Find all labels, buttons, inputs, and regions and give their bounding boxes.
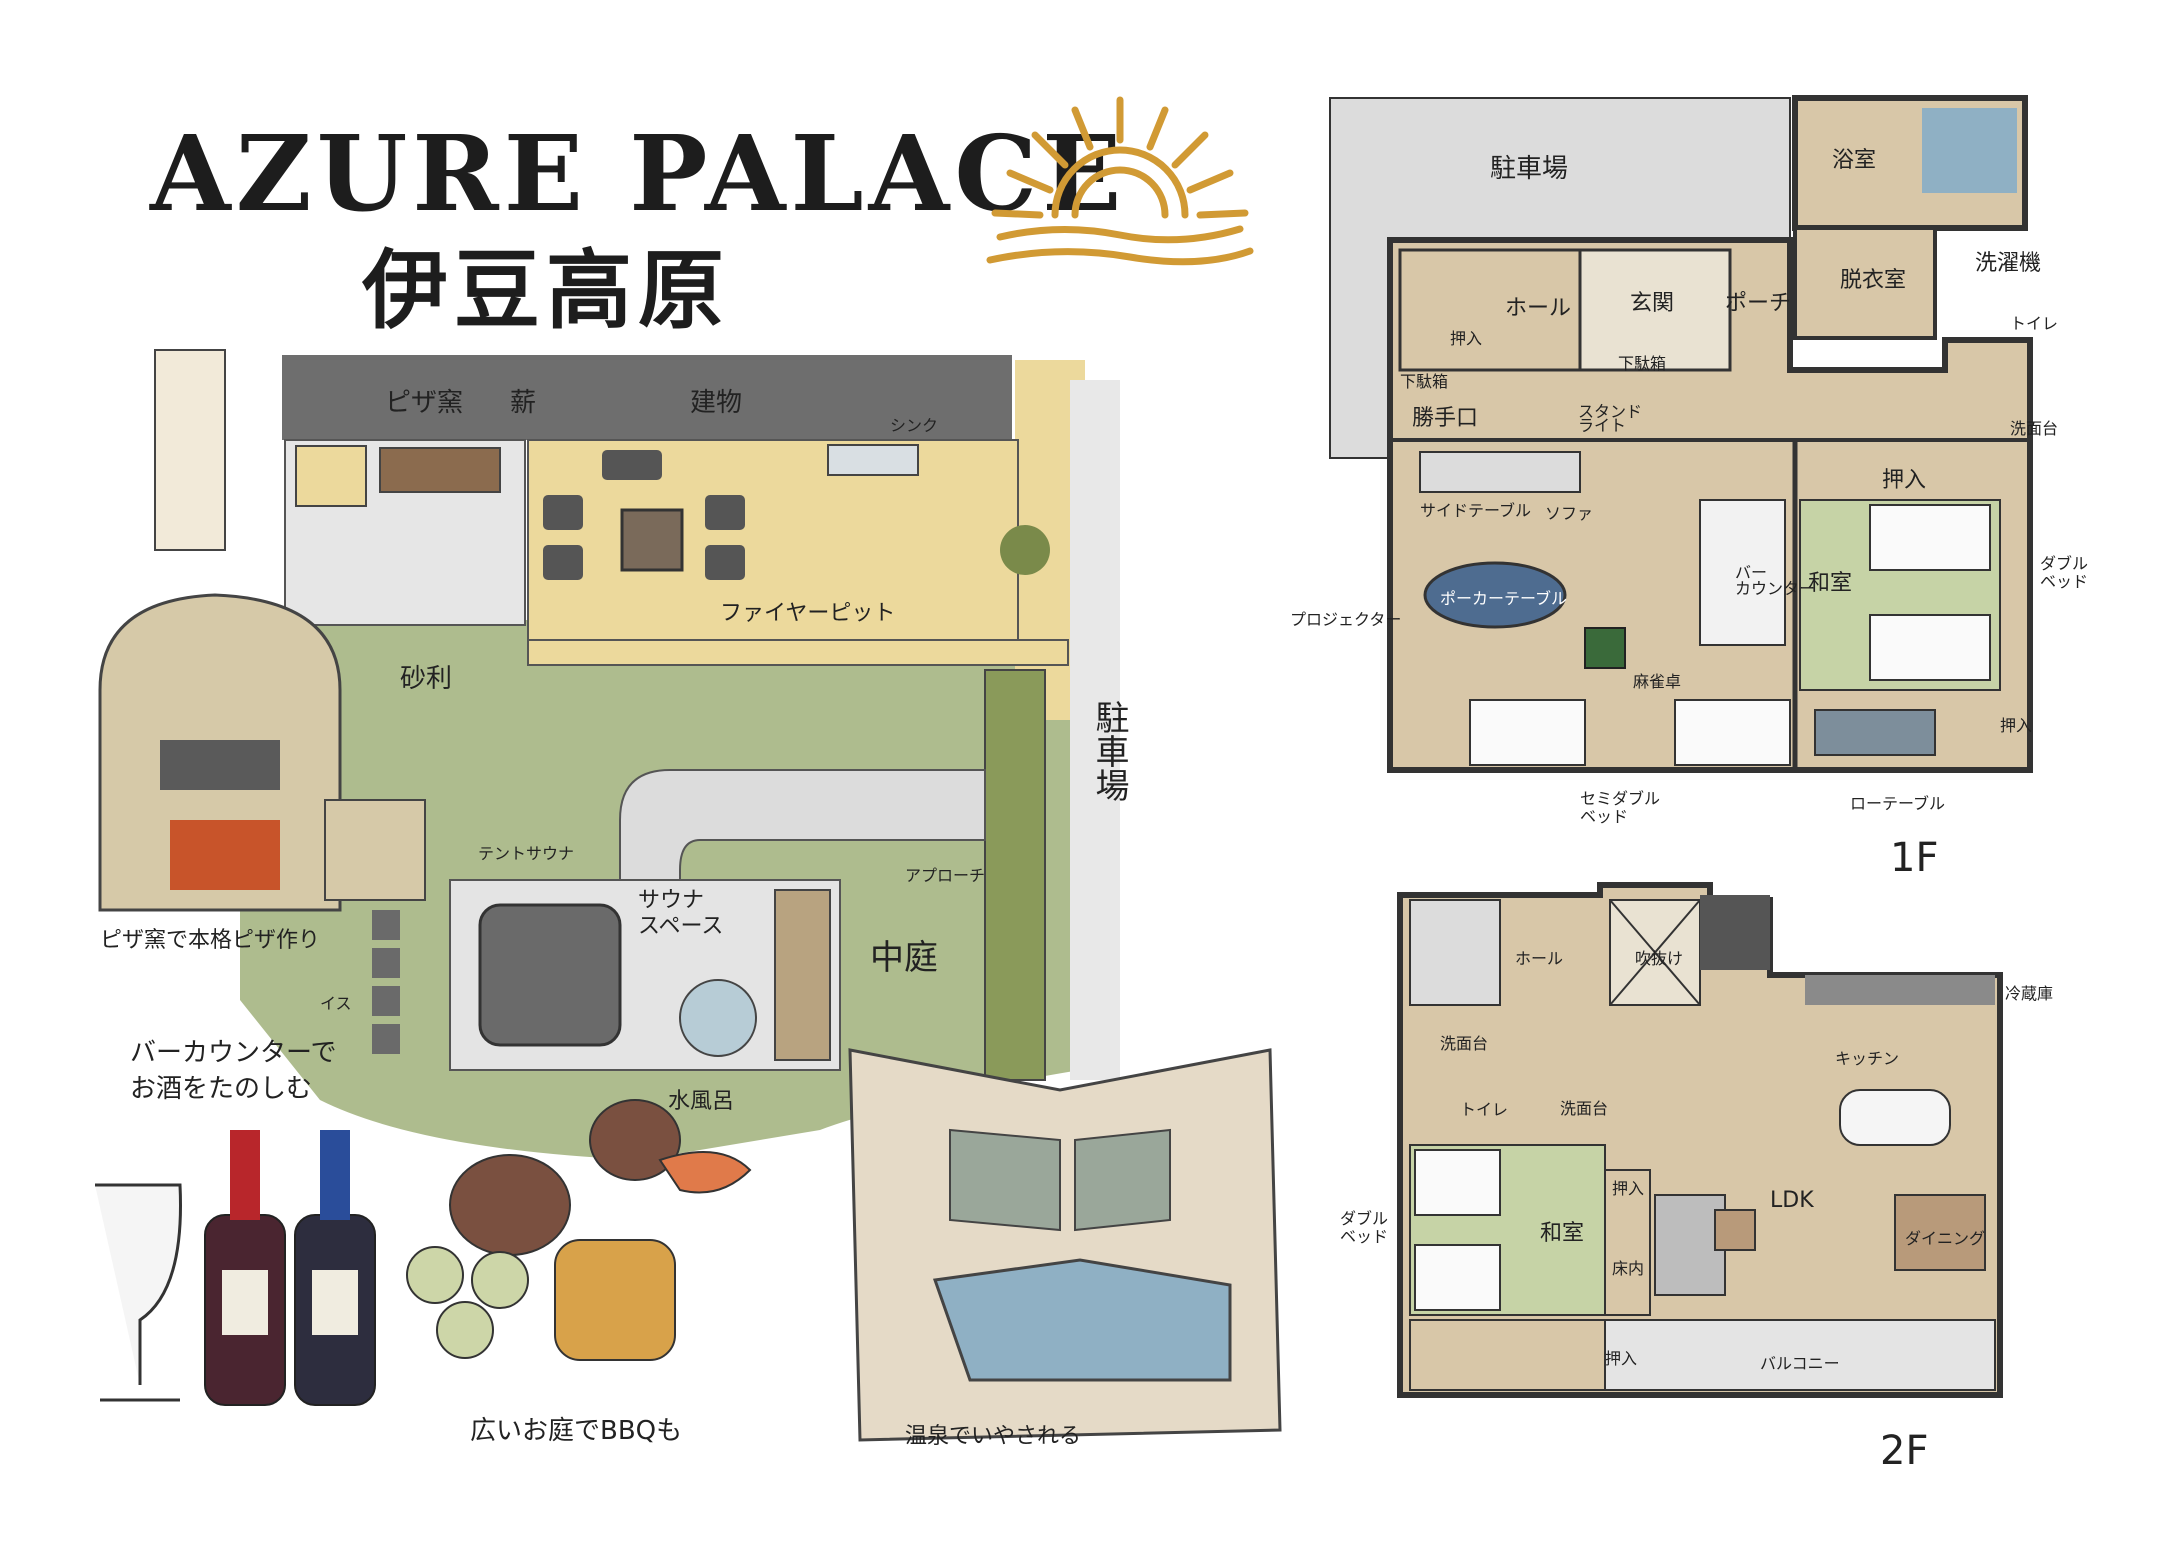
label-firewood: 薪 xyxy=(510,388,537,418)
sun-icon xyxy=(986,96,1254,266)
f2-sink: 洗面台 xyxy=(1440,1034,1489,1053)
label-fire-pit: ファイヤーピット xyxy=(720,601,896,626)
f1-bath: 浴室 xyxy=(1832,148,1877,173)
f1-sofa: ソファ xyxy=(1545,504,1594,523)
f2-storage: 床内 xyxy=(1612,1259,1645,1278)
f2-closet-2: 押入 xyxy=(1605,1349,1638,1368)
label-pizza-oven: ピザ窯 xyxy=(385,388,464,418)
pizza-oven-base xyxy=(295,445,367,507)
parking-strip xyxy=(1070,380,1120,1080)
f1-shoe-box: 下駄箱 xyxy=(1618,354,1667,373)
f1-japanese-room: 和室 xyxy=(1808,571,1853,596)
label-parking: 駐車場 xyxy=(1089,700,1129,802)
f1-parking: 駐車場 xyxy=(1490,154,1569,184)
f2-double-bed: ダブル ベッド xyxy=(1340,1209,1389,1246)
f1-projector: プロジェクター xyxy=(1290,610,1402,629)
annotation-pizza: ピザ窯で本格ピザ作り xyxy=(100,928,321,953)
f2-fridge: 冷蔵庫 xyxy=(2005,984,2054,1003)
f2-atrium: 吹抜け xyxy=(1635,949,1684,968)
label-sauna-space: サウナ スペース xyxy=(638,888,724,939)
f2-japanese-room: 和室 xyxy=(1540,1221,1585,1246)
f1-side-table: サイドテーブル xyxy=(1420,501,1532,520)
fire-pit xyxy=(620,508,684,572)
hedge xyxy=(984,669,1046,1081)
f1-back-door: 勝手口 xyxy=(1412,406,1479,431)
f1-semi-double: セミダブル ベッド xyxy=(1580,789,1661,826)
f2-sink-2: 洗面台 xyxy=(1560,1099,1609,1118)
f2-hall: ホール xyxy=(1515,949,1564,968)
f2-kitchen: キッチン xyxy=(1835,1049,1900,1068)
annotation-bbq: 広いお庭でBBQも xyxy=(470,1416,683,1446)
firewood-rack xyxy=(379,447,501,493)
title-japanese: 伊豆高原 xyxy=(362,241,730,341)
f2-closet: 押入 xyxy=(1612,1179,1645,1198)
f1-sink: 洗面台 xyxy=(2010,419,2059,438)
annotation-onsen: 温泉でいやされる xyxy=(905,1424,1082,1449)
f2-dining: ダイニング xyxy=(1905,1229,1986,1248)
f1-toilet: トイレ xyxy=(2010,314,2059,333)
bbq-skewers xyxy=(554,1239,676,1361)
label-approach: アプローチ xyxy=(905,866,986,885)
f1-closet: 押入 xyxy=(1450,329,1483,348)
sauna-bench xyxy=(774,889,831,1061)
f2-balcony: バルコニー xyxy=(1760,1354,1840,1373)
label-cold-bath: 水風呂 xyxy=(668,1089,735,1114)
label-chair: イス xyxy=(320,994,352,1013)
f1-hall: ホール xyxy=(1505,296,1572,321)
site-plan xyxy=(95,349,1282,1442)
label-gravel: 砂利 xyxy=(400,664,453,694)
f1-stand-light: スタンド ライト xyxy=(1578,402,1643,435)
deck-step xyxy=(527,639,1069,666)
side-field xyxy=(1015,360,1085,720)
f2-ldk: LDK xyxy=(1770,1188,1814,1213)
title-english: AZURE PALACE xyxy=(150,112,1127,235)
building-band xyxy=(282,355,1012,440)
label-courtyard: 中庭 xyxy=(870,938,938,978)
f1-poker-table: ポーカーテーブル xyxy=(1440,589,1568,608)
sink xyxy=(827,444,919,476)
f1-closet-2: 押入 xyxy=(1882,468,1927,493)
bbq-shrimp xyxy=(658,1151,752,1194)
tent-sauna xyxy=(478,903,622,1047)
approach-path xyxy=(619,769,986,901)
f1-washroom: 脱衣室 xyxy=(1840,268,1907,293)
f2-toilet: トイレ xyxy=(1460,1100,1509,1119)
f1-floor-label: 1F xyxy=(1890,835,1939,881)
f1-shoe-box-2: 下駄箱 xyxy=(1400,372,1449,391)
annotation-bar: バーカウンターで お酒をたのしむ xyxy=(130,1038,337,1104)
f1-mahjong: 麻雀卓 xyxy=(1633,672,1682,691)
f1-closet-3: 押入 xyxy=(2000,716,2033,735)
f1-laundry: 洗濯機 xyxy=(1975,251,2042,276)
wine-glass xyxy=(95,1183,182,1402)
label-tent-sauna: テントサウナ xyxy=(478,844,575,863)
label-sink: シンク xyxy=(890,416,939,435)
f1-double-bed: ダブル ベッド xyxy=(2040,554,2089,591)
f1-bar-counter: バー カウンター xyxy=(1735,563,1816,598)
f1-entrance: 玄関 xyxy=(1630,291,1675,316)
chimney xyxy=(154,349,226,551)
cold-bath xyxy=(679,979,757,1057)
f2-floor-label: 2F xyxy=(1880,1428,1929,1474)
label-building: 建物 xyxy=(690,388,743,418)
f1-low-table: ローテーブル xyxy=(1850,794,1946,813)
f1-porch: ポーチ xyxy=(1725,291,1792,316)
